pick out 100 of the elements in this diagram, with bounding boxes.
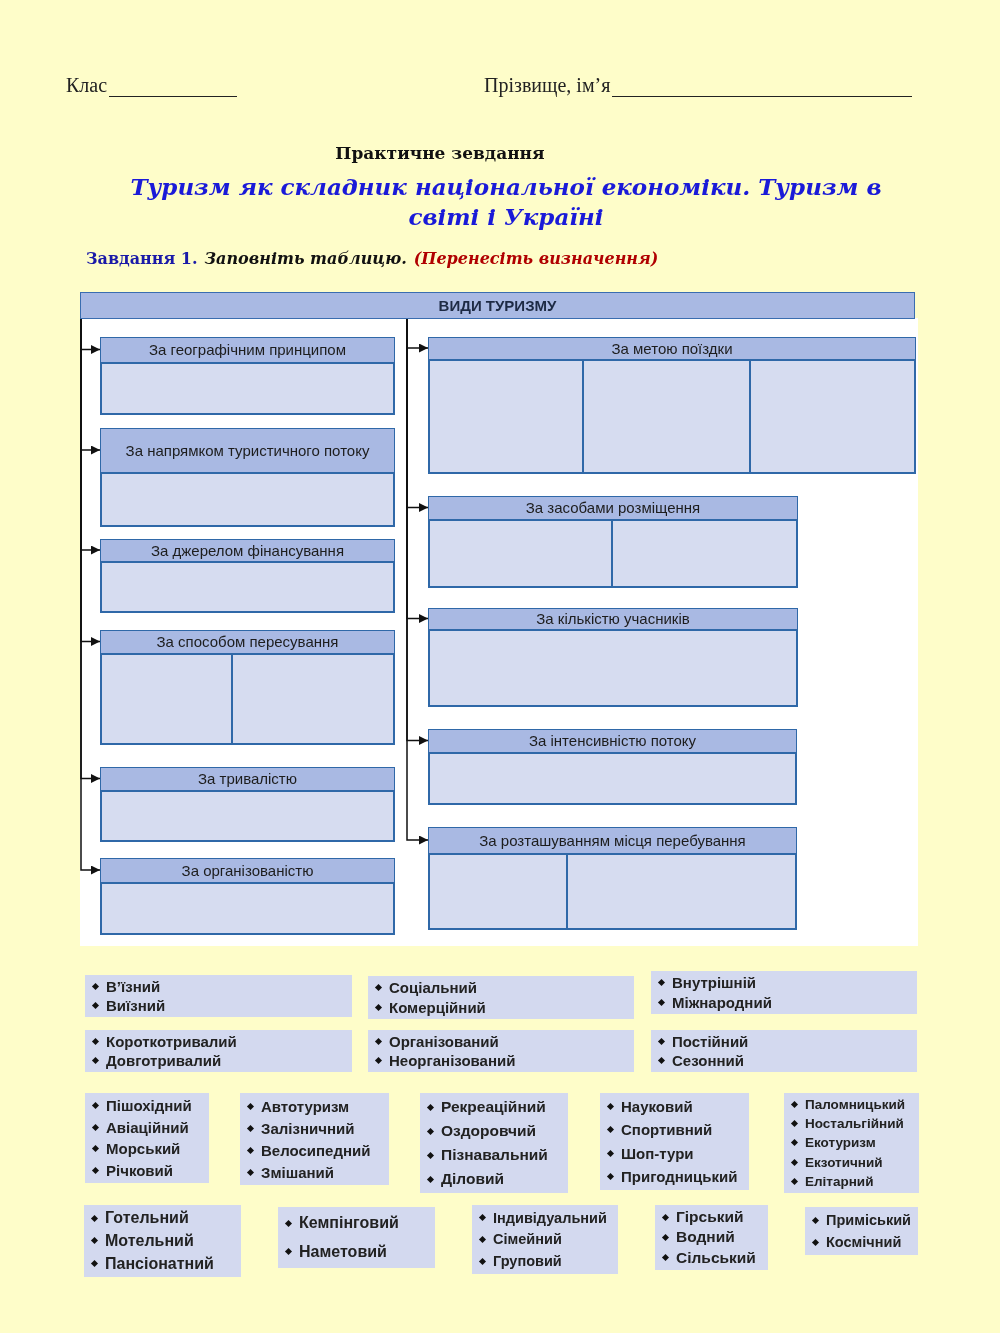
- option-text: Постійний: [659, 1033, 911, 1050]
- category-heading: За джерелом фінансування: [101, 540, 394, 562]
- option-text: Приміський: [813, 1212, 912, 1228]
- subtitle: Туризм як складник національної економіки. Туризм в світі і Україні: [129, 172, 883, 232]
- answer-cell: [429, 520, 612, 587]
- answer-cell: [429, 630, 797, 706]
- answer-cell: [429, 854, 568, 929]
- option-text: Неорганізований: [376, 1052, 628, 1069]
- option-card: [600, 1093, 749, 1190]
- answer-cell: [101, 562, 394, 612]
- answer-cell: [232, 654, 394, 744]
- option-text: Екзотичний: [792, 1154, 913, 1170]
- option-text: Пригодницький: [608, 1167, 743, 1185]
- option-text: Шоп-тури: [608, 1144, 743, 1162]
- option-card: [85, 975, 352, 1017]
- option-card: [472, 1205, 618, 1274]
- category-heading: За тривалістю: [101, 768, 394, 791]
- option-text: Річковий: [93, 1161, 203, 1179]
- category-heading: За географічним принципом: [101, 338, 394, 363]
- category-heading: За інтенсивністю потоку: [429, 730, 796, 753]
- option-text: Комерційний: [376, 998, 628, 1016]
- field-label: Прізвище, ім’я: [484, 74, 611, 97]
- option-text: Космічний: [813, 1234, 912, 1250]
- option-text: Мотельний: [92, 1232, 235, 1250]
- option-text: Автотуризм: [248, 1097, 383, 1115]
- category-box: [100, 337, 395, 415]
- header-bar: ВИДИ ТУРИЗМУ: [80, 292, 915, 319]
- option-card: [85, 1093, 209, 1183]
- category-heading: За способом пересування: [101, 631, 394, 654]
- category-box: [428, 827, 797, 930]
- answer-cell: [567, 854, 796, 929]
- category-box: [100, 630, 395, 745]
- option-text: Гірський: [663, 1208, 762, 1227]
- category-box: [100, 767, 395, 842]
- option-text: Велосипедний: [248, 1141, 383, 1159]
- category-box: [100, 539, 395, 613]
- category-box: [100, 858, 395, 935]
- option-text: Спортивний: [608, 1121, 743, 1139]
- option-text: Сільський: [663, 1248, 762, 1267]
- option-card: [651, 971, 917, 1014]
- category-heading: За напрямком туристичного потоку: [101, 429, 394, 473]
- option-text: Ностальгійний: [792, 1116, 913, 1132]
- option-text: Залізничний: [248, 1119, 383, 1137]
- option-text: Екотуризм: [792, 1135, 913, 1151]
- field-label: Клас: [66, 74, 108, 97]
- answer-cell: [583, 360, 750, 473]
- option-card: [240, 1093, 389, 1185]
- answer-cell: [429, 753, 796, 804]
- answer-cell: [429, 360, 584, 473]
- option-text: Науковий: [608, 1098, 743, 1116]
- category-heading: За розташуванням місця перебування: [429, 828, 796, 854]
- option-card: [655, 1205, 768, 1270]
- title: Практичне зевдання: [334, 143, 546, 163]
- option-text: Кемпінговий: [286, 1214, 429, 1233]
- category-heading: За організованістю: [101, 859, 394, 883]
- category-box: [100, 428, 395, 527]
- option-text: Груповий: [480, 1253, 612, 1270]
- option-card: [805, 1207, 918, 1255]
- category-box: [428, 337, 916, 474]
- option-text: Наметовий: [286, 1242, 429, 1261]
- category-box: [428, 729, 797, 805]
- option-text: В’їзний: [93, 978, 346, 995]
- answer-cell: [612, 520, 797, 587]
- option-card: [278, 1207, 435, 1268]
- option-text: Довготривалий: [93, 1052, 346, 1069]
- option-text: Авіаційний: [93, 1118, 203, 1136]
- answer-cell: [101, 654, 233, 744]
- answer-cell: [749, 360, 915, 473]
- task-note: (Перенесіть визначення): [413, 249, 659, 268]
- answer-cell: [101, 363, 394, 414]
- option-text: Паломницький: [792, 1097, 913, 1113]
- option-card: [85, 1030, 352, 1072]
- task-number: Завдання 1.: [86, 249, 198, 268]
- category-heading: За засобами розміщення: [429, 497, 797, 520]
- option-text: Пансіонатний: [92, 1254, 235, 1273]
- option-text: Внутрішній: [659, 974, 911, 992]
- option-text: Водний: [663, 1228, 762, 1247]
- option-card: [84, 1205, 241, 1277]
- answer-cell: [101, 791, 394, 841]
- option-text: Пішохідний: [93, 1097, 203, 1115]
- option-text: Готельний: [92, 1209, 235, 1228]
- option-text: Індивідуальний: [480, 1209, 612, 1226]
- option-text: Соціальний: [376, 979, 628, 997]
- category-box: [428, 608, 798, 707]
- option-text: Короткотривалий: [93, 1033, 346, 1050]
- option-text: Пізнавальний: [428, 1146, 562, 1164]
- option-text: Сімейний: [480, 1231, 612, 1248]
- option-text: Виїзний: [93, 997, 346, 1014]
- option-text: Діловий: [428, 1170, 562, 1188]
- option-card: [420, 1093, 568, 1193]
- answer-cell: [101, 473, 394, 526]
- task-text: Заповніть таблицю.: [204, 249, 407, 268]
- category-box: [428, 496, 798, 588]
- option-card: [368, 1030, 634, 1072]
- category-heading: За кількістю учасників: [429, 609, 797, 630]
- option-text: Сезонний: [659, 1052, 911, 1069]
- option-text: Змішаний: [248, 1163, 383, 1181]
- option-card: [784, 1093, 919, 1193]
- option-card: [651, 1030, 917, 1072]
- option-text: Морський: [93, 1140, 203, 1158]
